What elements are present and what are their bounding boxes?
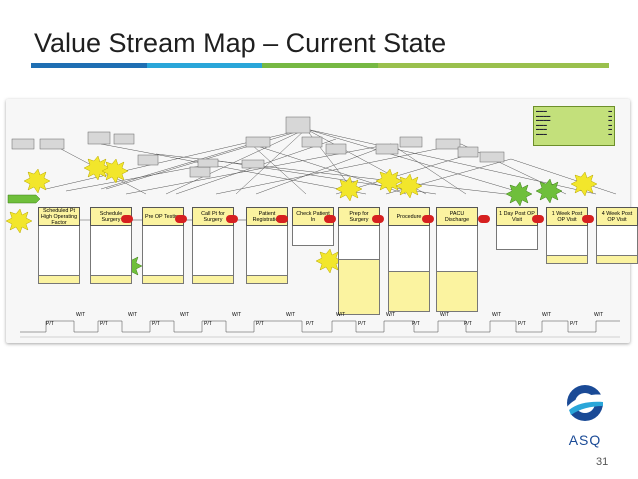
asq-logo-icon (567, 385, 605, 421)
process-stage: 4 Week Post OP Visit (596, 207, 638, 264)
stage-notes (388, 272, 430, 312)
process-time-label: P/T (46, 321, 54, 327)
process-stage: Patient Registration (246, 207, 288, 284)
stage-label: 4 Week Post OP Visit (596, 207, 638, 226)
wait-time-label: W/T (232, 312, 242, 318)
process-stage: Scheduled Pt High Operating Factor (38, 207, 80, 284)
push-arrow-icon (121, 215, 133, 223)
stage-footer (38, 276, 80, 284)
process-stage: Pre OP Testing (142, 207, 184, 284)
wait-time-label: W/T (594, 312, 604, 318)
stage-data-box (246, 226, 288, 276)
stage-footer (142, 276, 184, 284)
wait-time-label: W/T (440, 312, 450, 318)
push-arrow-icon (372, 215, 384, 223)
stage-data-box (38, 226, 80, 276)
push-arrow-icon (324, 215, 336, 223)
process-time-label: P/T (204, 321, 212, 327)
stage-data-box (436, 226, 478, 272)
stage-data-box (142, 226, 184, 276)
process-time-label: P/T (570, 321, 578, 327)
stage-label: Scheduled Pt High Operating Factor (38, 207, 80, 226)
wait-time-label: W/T (180, 312, 190, 318)
push-arrow-icon (226, 215, 238, 223)
value-stream-map: ▬▬▬▬ ▬▬▬▬▬ ▬▬▬▬▬ ▬▬▬▬ ▬▬▬▬ ▬▬▬▬ Schedule… (5, 99, 638, 343)
page-number: 31 (596, 456, 609, 468)
push-arrow-icon (478, 215, 490, 223)
stage-footer (246, 276, 288, 284)
wait-time-label: W/T (286, 312, 296, 318)
process-time-label: P/T (152, 321, 160, 327)
stage-label: Pre OP Testing (142, 207, 184, 226)
push-arrow-icon (532, 215, 544, 223)
process-stage: 1 Week Post OP Visit (546, 207, 588, 264)
stage-data-box (90, 226, 132, 276)
stage-footer (546, 256, 588, 264)
process-stage: Check Patient In (292, 207, 334, 246)
page-title: Value Stream Map – Current State (34, 28, 447, 58)
process-time-label: P/T (358, 321, 366, 327)
push-arrow-icon (276, 215, 288, 223)
process-stage: PACU Discharge (436, 207, 478, 312)
wait-time-label: W/T (492, 312, 502, 318)
wait-time-label: W/T (128, 312, 138, 318)
stage-data-box (596, 226, 638, 256)
process-stage: Call Pt for Surgery (192, 207, 234, 284)
process-stage: Prep for Surgery (338, 207, 380, 315)
timeline: W/T P/T W/T P/T W/T P/T W/T P/T W/T P/T … (24, 312, 624, 339)
process-time-label: P/T (412, 321, 420, 327)
process-stage: Schedule Surgery (90, 207, 132, 284)
stage-data-box (192, 226, 234, 276)
wait-time-label: W/T (336, 312, 346, 318)
process-time-label: P/T (100, 321, 108, 327)
stage-footer (90, 276, 132, 284)
timeline-summary-box: ▬▬▬▬ ▬▬▬▬▬ ▬▬▬▬▬ ▬▬▬▬ ▬▬▬▬ ▬▬▬▬ (533, 106, 615, 146)
process-time-label: P/T (464, 321, 472, 327)
stage-data-box (292, 226, 334, 246)
push-arrow-icon (175, 215, 187, 223)
asq-logo: ASQ (553, 383, 617, 451)
process-stage: Procedure (388, 207, 430, 312)
stage-data-box (496, 226, 538, 250)
stage-label: Call Pt for Surgery (192, 207, 234, 226)
process-stage: 1 Day Post OP Visit (496, 207, 538, 250)
push-arrow-icon (422, 215, 434, 223)
process-time-label: P/T (306, 321, 314, 327)
title-underline (31, 63, 609, 68)
stage-notes (338, 260, 380, 315)
wait-time-label: W/T (76, 312, 86, 318)
stage-footer (596, 256, 638, 264)
stage-data-box (546, 226, 588, 256)
stage-data-box (338, 226, 380, 260)
vsm-connector-lines (5, 116, 620, 338)
process-time-label: P/T (518, 321, 526, 327)
asq-logo-text: ASQ (568, 432, 602, 448)
stage-label: 1 Day Post OP Visit (496, 207, 538, 226)
process-time-label: P/T (256, 321, 264, 327)
push-arrow-icon (582, 215, 594, 223)
wait-time-label: W/T (386, 312, 396, 318)
stage-data-box (388, 226, 430, 272)
stage-label: PACU Discharge (436, 207, 478, 226)
stage-footer (192, 276, 234, 284)
stage-notes (436, 272, 478, 312)
wait-time-label: W/T (542, 312, 552, 318)
